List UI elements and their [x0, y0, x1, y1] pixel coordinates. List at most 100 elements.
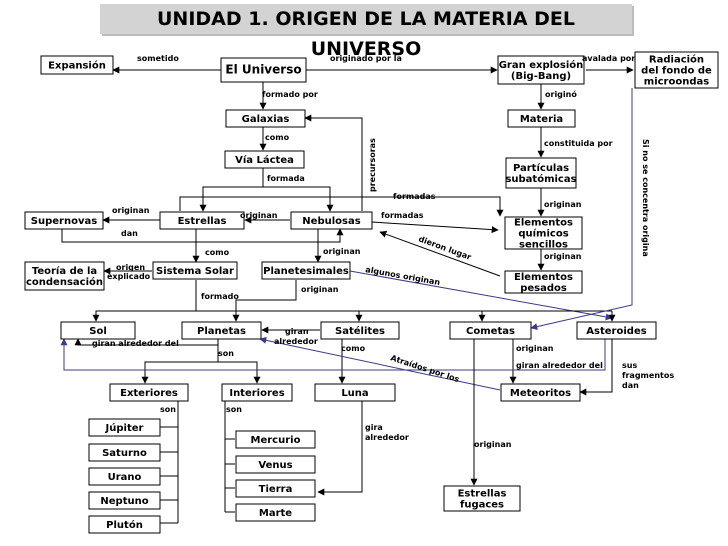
relation-label-originan7: originan [516, 344, 554, 353]
concept-node-materia: Materia [507, 109, 576, 128]
relation-label-avalada: avalada por [582, 54, 635, 63]
node-label: El Universo [225, 63, 301, 77]
node-label: Supernovas [31, 216, 97, 227]
concept-node-cometas: Cometas [449, 321, 532, 340]
node-box [261, 261, 351, 280]
relation-label-sus2: fragmentos [622, 371, 674, 380]
relation-label-precursoras: precursoras [368, 138, 377, 192]
concept-node-saturno: Saturno [88, 443, 161, 462]
relation-label-gira1b: alrededor [274, 337, 318, 346]
node-label: Júpiter [105, 422, 144, 434]
relation-label-giran1: giran alrededor del [92, 339, 179, 348]
relation-label-sus1: sus [622, 361, 637, 370]
relation-label-son2: son [160, 405, 176, 414]
relation-label-formadopor: formado por [262, 90, 318, 99]
node-box [109, 383, 189, 402]
concept-node-pluton: Plutón [88, 515, 161, 534]
node-label: Estrellas [178, 216, 227, 227]
node-box [235, 479, 316, 498]
relation-label-originan8: originan [474, 440, 512, 449]
relation-label-formada: formada [267, 174, 305, 183]
node-label: Tierra [259, 484, 293, 495]
node-box [24, 211, 104, 230]
node-label: Exteriores [120, 388, 178, 399]
relation-label-constituida: constituida por [544, 139, 613, 148]
relation-label-como1: como [265, 133, 290, 142]
concept-node-universo: El Universo [220, 57, 307, 83]
node-box [320, 321, 400, 340]
node-label: Vía Láctea [235, 154, 294, 166]
relation-label-formado: formado [201, 292, 239, 301]
node-label: Sol [89, 326, 107, 337]
node-box [88, 418, 161, 437]
relation-label-originado: originado por la [330, 54, 402, 63]
relation-label-originan3: originan [544, 200, 582, 209]
node-box [159, 211, 245, 230]
relation-label-siNo: Si no se concentra origina [641, 139, 650, 257]
node-label: Planetas [197, 326, 246, 337]
node-box [88, 515, 161, 534]
node-box [634, 51, 719, 89]
node-box [290, 211, 373, 230]
concept-node-supernovas: Supernovas [24, 211, 104, 230]
relation-label-dieronlugar: dieron lugar [417, 234, 472, 261]
node-box [88, 467, 161, 486]
connector-lines [60, 66, 634, 524]
node-box [60, 321, 136, 340]
relation-label-como2: como [205, 248, 230, 257]
node-label: Venus [258, 460, 292, 471]
page-title: UNIDAD 1. ORIGEN DE LA MATERIA DEL UNIVE… [100, 4, 632, 60]
concept-node-galaxias: Galaxias [225, 109, 306, 128]
node-label: Saturno [102, 448, 147, 459]
node-label: Gran explosión(Big-Bang) [499, 59, 584, 82]
relation-label-explicado: explicado [107, 272, 151, 281]
concept-node-expansion: Expansión [40, 55, 114, 75]
relation-label-origen: origen [116, 263, 145, 272]
concept-node-interiores: Interiores [221, 383, 293, 402]
node-box [443, 485, 521, 512]
relation-label-gira2a: gira [365, 423, 383, 432]
concept-node-sol: Sol [60, 321, 136, 340]
node-box [220, 57, 307, 83]
concept-node-jupiter: Júpiter [88, 418, 161, 437]
relation-label-origino: originó [545, 89, 577, 99]
concept-node-venus: Venus [235, 455, 316, 474]
concept-node-estrellas: Estrellas [159, 211, 245, 230]
concept-node-exteriores: Exteriores [109, 383, 189, 402]
relation-label-como3: como [341, 344, 366, 353]
concept-node-meteoritos: Meteoritos [500, 383, 581, 402]
relation-label-dan: dan [121, 229, 138, 238]
concept-node-luna: Luna [314, 383, 396, 402]
node-box [576, 321, 657, 340]
concept-node-sistsolar: Sistema Solar [152, 261, 238, 280]
node-box [181, 321, 262, 340]
node-box [505, 157, 577, 189]
concept-node-asteroides: Asteroides [576, 321, 657, 340]
relation-label-originan1: originan [112, 206, 150, 215]
relation-label-originan6: originan [301, 285, 339, 294]
node-box [235, 430, 316, 449]
relation-label-sus3: dan [622, 381, 639, 390]
concept-node-tierra: Tierra [235, 479, 316, 498]
relation-label-gira2b: alrededor [365, 433, 409, 442]
node-label: Plutón [106, 519, 143, 531]
concept-node-nebulosas: Nebulosas [290, 211, 373, 230]
concept-node-neptuno: Neptuno [88, 491, 161, 510]
node-box [314, 383, 396, 402]
relation-label-formadas2: formadas [381, 211, 424, 220]
concept-node-marte: Marte [235, 503, 316, 522]
node-box [507, 109, 576, 128]
node-label: Marte [259, 508, 292, 519]
node-box [497, 55, 585, 85]
relation-label-originan2: originan [240, 211, 278, 220]
node-label: Sistema Solar [156, 266, 234, 277]
